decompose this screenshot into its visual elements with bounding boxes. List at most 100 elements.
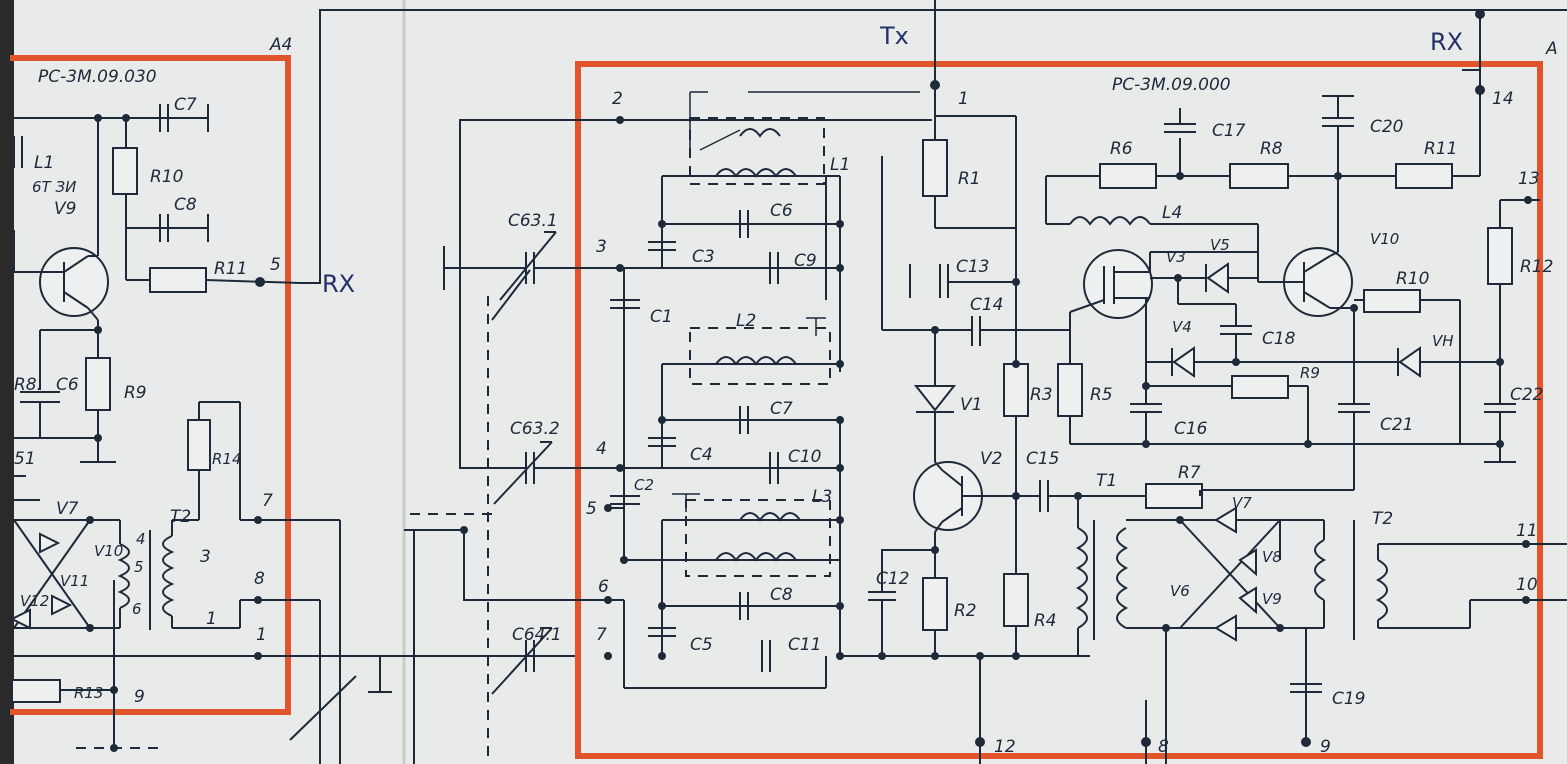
external-labels: Tx RX RX C63.1 C63.2 C64.1 [322, 22, 1463, 645]
label-T2-right: T2 [1372, 509, 1393, 529]
label-C18: C18 [1262, 329, 1296, 349]
label-V4: V4 [1172, 318, 1192, 336]
label-V6: V6 [1170, 582, 1190, 600]
right-pin-14: 14 [1492, 89, 1514, 109]
label-C8: C8 [174, 195, 197, 215]
label-V1: V1 [960, 395, 982, 415]
label-L3: L3 [812, 487, 832, 507]
right-pin-8: 8 [1158, 737, 1169, 757]
label-R5: R5 [1090, 385, 1113, 405]
label-V9: V9 [54, 199, 76, 219]
label-R8: R8. [14, 375, 42, 395]
right-module-labels: PC-3M.09.000 A R1 C13 C14 V1 R3 R5 V2 C1… [586, 39, 1558, 757]
label-C64-1: C64.1 [512, 625, 562, 645]
left-pin-7: 7 [262, 491, 273, 511]
right-pin-6: 6 [598, 577, 609, 597]
label-R4: R4 [1034, 611, 1057, 631]
label-C7: C7 [770, 399, 793, 419]
page-edge [0, 0, 14, 764]
label-C12: C12 [876, 569, 910, 589]
tuning-capacitors [404, 119, 932, 764]
right-part-number: PC-3M.09.000 [1112, 75, 1231, 95]
label-R11: R11 [214, 259, 247, 279]
label-R9: R9 [124, 383, 147, 403]
label-6t: 6T ЗИ [32, 178, 76, 196]
t2-left-pin-6: 6 [132, 600, 142, 618]
right-pin-10: 10 [1516, 575, 1538, 595]
label-51: 51 [14, 449, 36, 469]
label-R8: R8 [1260, 139, 1283, 159]
left-part-number: PC-3M.09.030 [38, 67, 157, 87]
label-R2: R2 [954, 601, 977, 621]
label-R10: R10 [1396, 269, 1429, 289]
label-L2: L2 [736, 311, 756, 331]
label-R13: R13 [74, 684, 104, 702]
right-pin-12: 12 [994, 737, 1016, 757]
label-V10: V10 [94, 542, 123, 560]
label-V7-right: V7 [1232, 494, 1252, 512]
label-R9: R9 [1300, 364, 1320, 382]
label-C20: C20 [1370, 117, 1404, 137]
label-R6: R6 [1110, 139, 1133, 159]
label-C6: C6 [56, 375, 79, 395]
label-T2-left: T2 [170, 507, 191, 527]
right-module-frame [575, 61, 1543, 759]
label-C19: C19 [1332, 689, 1366, 709]
right-pin-7: 7 [596, 625, 607, 645]
tx-label: Tx [879, 22, 909, 50]
label-C6: C6 [770, 201, 793, 221]
label-C4: C4 [690, 445, 713, 465]
label-C8: C8 [770, 585, 793, 605]
label-C13: C13 [956, 257, 990, 277]
left-module-frame [10, 55, 291, 715]
t2-left-pin-4: 4 [136, 530, 146, 548]
label-C63-2: C63.2 [510, 419, 560, 439]
module-frames [10, 55, 1543, 759]
left-module-labels: PC-3M.09.030 A4 L1 6T ЗИ V9 R10 C7 C8 R1… [14, 35, 292, 707]
label-V12: V12 [20, 592, 49, 610]
label-C17: C17 [1212, 121, 1246, 141]
label-C3: C3 [692, 247, 715, 267]
right-pin-4: 4 [596, 439, 607, 459]
left-module [9, 104, 575, 764]
label-VH: VH [1432, 332, 1454, 350]
label-L1: L1 [34, 153, 54, 173]
label-C7: C7 [174, 95, 197, 115]
label-C2: C2 [634, 476, 654, 494]
label-R12: R12 [1520, 257, 1553, 277]
left-corner-mark: A4 [269, 35, 292, 55]
top-wiring [300, 0, 1567, 284]
label-C9: C9 [794, 251, 817, 271]
right-pin-5: 5 [586, 499, 597, 519]
label-R10: R10 [150, 167, 183, 187]
label-C16: C16 [1174, 419, 1208, 439]
left-pin-8: 8 [254, 569, 265, 589]
label-V11: V11 [60, 572, 89, 590]
label-L4: L4 [1162, 203, 1182, 223]
label-R14: R14 [212, 450, 242, 468]
label-C21: C21 [1380, 415, 1414, 435]
label-C10: C10 [788, 447, 822, 467]
right-pin-2: 2 [612, 89, 623, 109]
right-pin-11: 11 [1516, 521, 1538, 541]
receiver-section [1045, 90, 1540, 491]
label-V10: V10 [1370, 230, 1399, 248]
t2-left-pin-5: 5 [134, 558, 144, 576]
label-3: 3 [200, 547, 211, 567]
t2-left-pin-1: 1 [206, 609, 217, 629]
label-L1: L1 [830, 155, 850, 175]
right-pin-3: 3 [596, 237, 607, 257]
label-C63-1: C63.1 [508, 211, 558, 231]
label-C1: C1 [650, 307, 673, 327]
label-V3: V3 [1166, 248, 1186, 266]
label-R7: R7 [1178, 463, 1201, 483]
lc-tank-section [604, 91, 920, 689]
right-pin-9: 9 [1320, 737, 1331, 757]
label-R3: R3 [1030, 385, 1053, 405]
oscillator-section [840, 92, 1500, 764]
label-R11: R11 [1424, 139, 1457, 159]
left-pin-5: 5 [270, 255, 281, 275]
label-V9-right: V9 [1262, 590, 1282, 608]
rx-label-left: RX [322, 270, 355, 298]
